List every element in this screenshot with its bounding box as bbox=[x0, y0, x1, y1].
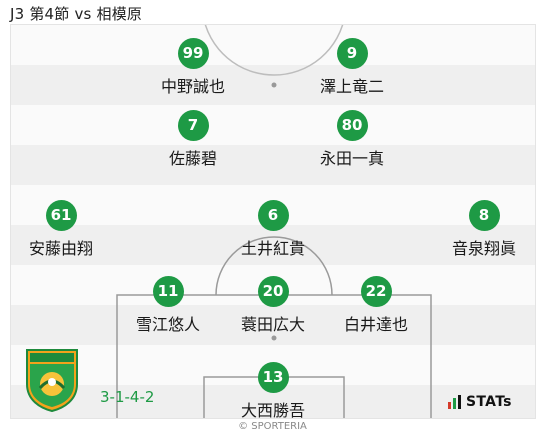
player-number-badge: 13 bbox=[257, 362, 289, 393]
player-number-badge: 7 bbox=[177, 110, 209, 141]
player-number-badge: 99 bbox=[177, 38, 209, 69]
player-name: 永田一真 bbox=[319, 149, 384, 168]
player-am-left: 7 佐藤碧 bbox=[133, 110, 253, 169]
team-crest-icon bbox=[26, 349, 78, 412]
player-gk: 13 大西勝吾 bbox=[213, 362, 333, 421]
player-name: 大西勝吾 bbox=[240, 401, 305, 420]
player-name: 安藤由翔 bbox=[28, 239, 93, 258]
player-number-badge: 8 bbox=[468, 200, 500, 231]
copyright-notice: © SPORTERIA bbox=[238, 421, 307, 432]
player-number-badge: 6 bbox=[257, 200, 289, 231]
player-fw-right: 9 澤上竜二 bbox=[292, 38, 412, 97]
player-fw-left: 99 中野誠也 bbox=[133, 38, 253, 97]
player-name: 音泉翔眞 bbox=[451, 239, 516, 258]
stats-logo: STATs bbox=[448, 394, 512, 410]
player-dm: 6 土井紅貴 bbox=[213, 200, 333, 259]
player-number-badge: 9 bbox=[336, 38, 368, 69]
player-mf-right: 8 音泉翔眞 bbox=[424, 200, 544, 259]
player-number-badge: 80 bbox=[336, 110, 368, 141]
player-number-badge: 22 bbox=[360, 276, 392, 307]
player-mf-left: 61 安藤由翔 bbox=[1, 200, 121, 259]
stats-logo-text: STATs bbox=[466, 394, 512, 410]
stats-logo-icon bbox=[448, 395, 461, 409]
player-name: 佐藤碧 bbox=[168, 149, 217, 168]
player-name: 白井達也 bbox=[343, 315, 408, 334]
player-name: 雪江悠人 bbox=[135, 315, 200, 334]
player-number-badge: 20 bbox=[257, 276, 289, 307]
page-title: J3 第4節 vs 相模原 bbox=[10, 5, 143, 23]
player-cb-right: 22 白井達也 bbox=[316, 276, 436, 335]
player-cb-left: 11 雪江悠人 bbox=[108, 276, 228, 335]
pitch bbox=[10, 24, 536, 419]
player-number-badge: 61 bbox=[45, 200, 77, 231]
player-number-badge: 11 bbox=[152, 276, 184, 307]
formation-label: 3-1-4-2 bbox=[100, 388, 155, 406]
player-name: 中野誠也 bbox=[160, 77, 225, 96]
player-cb-center: 20 蓑田広大 bbox=[213, 276, 333, 335]
player-am-right: 80 永田一真 bbox=[292, 110, 412, 169]
player-name: 澤上竜二 bbox=[319, 77, 384, 96]
player-name: 蓑田広大 bbox=[240, 315, 305, 334]
player-name: 土井紅貴 bbox=[240, 239, 305, 258]
